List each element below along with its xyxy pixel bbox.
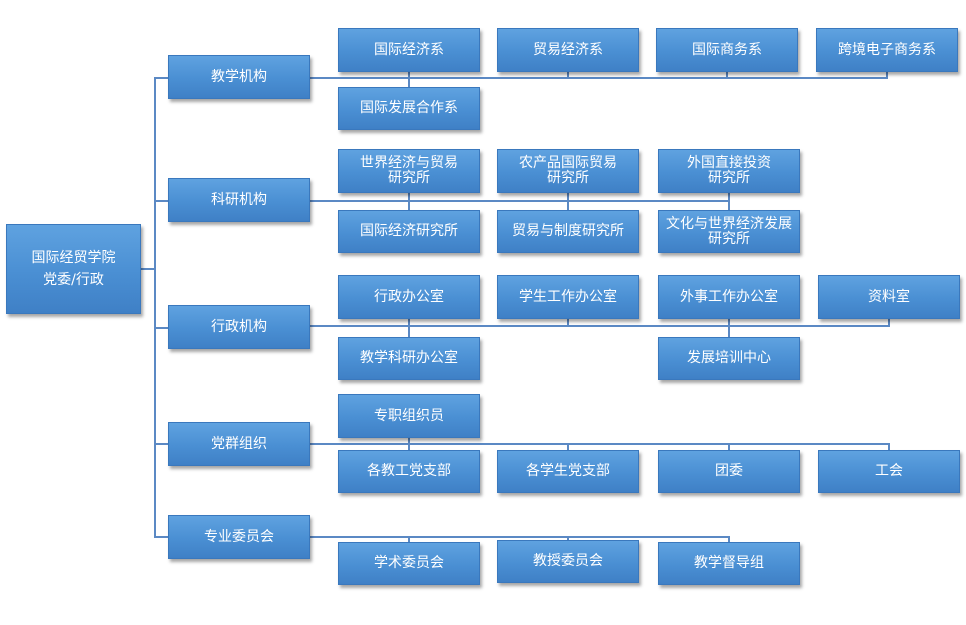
connector-line <box>154 327 168 329</box>
connector-line <box>154 200 168 202</box>
category-teaching: 教学机构 <box>168 55 310 99</box>
connector-line <box>408 193 410 210</box>
unit-node: 资料室 <box>818 275 960 319</box>
connector-line <box>310 325 890 327</box>
unit-node: 教学督导组 <box>658 542 800 585</box>
connector-line <box>154 536 168 538</box>
connector-line <box>408 536 410 542</box>
connector-line <box>141 268 155 270</box>
category-committee: 专业委员会 <box>168 515 310 559</box>
unit-node: 外事工作办公室 <box>658 275 800 319</box>
connector-line <box>408 438 410 450</box>
unit-node: 发展培训中心 <box>658 337 800 380</box>
unit-node: 团委 <box>658 450 800 493</box>
unit-node: 学术委员会 <box>338 542 480 585</box>
connector-line <box>728 193 730 210</box>
connector-line <box>567 193 569 210</box>
connector-line <box>408 319 410 337</box>
org-root-node: 国际经贸学院 党委/行政 <box>6 224 141 314</box>
unit-node: 贸易经济系 <box>497 28 639 72</box>
connector-line <box>888 319 890 326</box>
connector-line <box>310 443 890 445</box>
connector-line <box>310 200 730 202</box>
connector-line <box>154 443 168 445</box>
unit-node: 学生工作办公室 <box>497 275 639 319</box>
unit-node: 国际经济研究所 <box>338 210 480 253</box>
connector-line <box>726 72 728 78</box>
category-party: 党群组织 <box>168 422 310 466</box>
unit-node: 教授委员会 <box>497 540 639 583</box>
unit-node: 教学科研办公室 <box>338 337 480 380</box>
connector-line <box>310 77 888 79</box>
connector-line <box>154 77 168 79</box>
unit-node: 跨境电子商务系 <box>816 28 958 72</box>
unit-node: 世界经济与贸易 研究所 <box>338 149 480 193</box>
connector-line <box>888 443 890 450</box>
connector-line <box>408 72 410 87</box>
unit-node: 国际经济系 <box>338 28 480 72</box>
connector-line <box>567 536 569 542</box>
category-admin: 行政机构 <box>168 305 310 349</box>
connector-line <box>728 443 730 450</box>
connector-line <box>154 77 156 537</box>
category-research: 科研机构 <box>168 178 310 222</box>
connector-line <box>567 72 569 78</box>
connector-line <box>310 536 730 538</box>
unit-node: 工会 <box>818 450 960 493</box>
unit-node: 专职组织员 <box>338 394 480 438</box>
connector-line <box>728 536 730 542</box>
unit-node: 农产品国际贸易 研究所 <box>497 149 639 193</box>
connector-line <box>567 319 569 326</box>
connector-line <box>728 319 730 337</box>
unit-node: 行政办公室 <box>338 275 480 319</box>
unit-node: 国际发展合作系 <box>338 87 480 130</box>
unit-node: 贸易与制度研究所 <box>497 210 639 253</box>
connector-line <box>567 443 569 450</box>
unit-node: 文化与世界经济发展 研究所 <box>658 210 800 253</box>
connector-line <box>886 72 888 78</box>
unit-node: 各教工党支部 <box>338 450 480 493</box>
unit-node: 外国直接投资 研究所 <box>658 149 800 193</box>
unit-node: 各学生党支部 <box>497 450 639 493</box>
unit-node: 国际商务系 <box>656 28 798 72</box>
